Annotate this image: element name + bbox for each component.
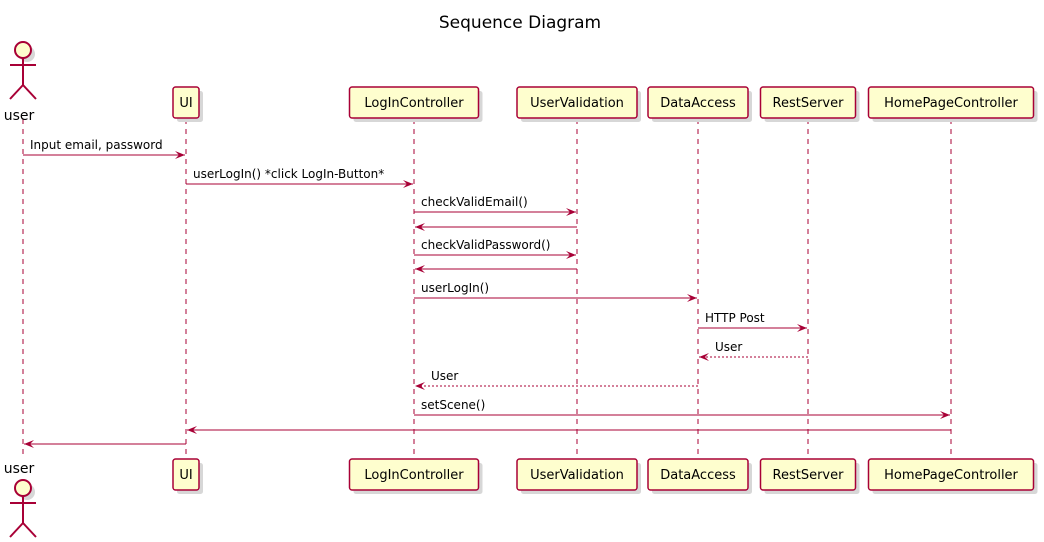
participant-login-bottom: LogInController: [348, 458, 483, 494]
message-5: [415, 265, 577, 273]
message-label: userLogIn() *click LogIn-Button*: [193, 167, 384, 181]
participant-box: [172, 458, 200, 491]
message-label: checkValidEmail(): [421, 195, 528, 209]
message-label: User: [431, 369, 458, 383]
actor-stick-figure-icon: [9, 41, 37, 100]
message-label: userLogIn(): [421, 281, 489, 295]
participant-home-top: HomePageController: [867, 86, 1038, 122]
actor-label: user: [4, 108, 35, 124]
participant-box: [867, 86, 1035, 119]
participant-box: [348, 86, 480, 119]
participant-label: HomePageController: [884, 468, 1018, 483]
participant-label: RestServer: [773, 96, 845, 111]
actor-stick-figure-icon: [9, 479, 37, 538]
participant-label: DataAccess: [660, 468, 736, 483]
arrowhead-icon: [403, 180, 413, 188]
actor-label: user: [4, 461, 35, 477]
participant-home-bottom: HomePageController: [867, 458, 1038, 494]
arrowhead-icon: [687, 294, 697, 302]
message-12: [24, 440, 186, 448]
participant-box: [172, 86, 200, 119]
arrowhead-icon: [566, 251, 576, 259]
participant-label: UserValidation: [530, 468, 624, 483]
arrowhead-icon: [940, 411, 950, 419]
participant-login-top: LogInController: [348, 86, 483, 122]
participant-label: LogInController: [364, 96, 464, 111]
participant-data-top: DataAccess: [647, 86, 752, 122]
participants-top: UI LogInController UserValidation DataAcces…: [4, 41, 1038, 124]
participant-label: UserValidation: [530, 96, 624, 111]
message-label: setScene(): [421, 398, 485, 412]
participant-box: [516, 458, 638, 491]
participant-box: [867, 458, 1035, 491]
message-4: checkValidPassword(): [414, 238, 576, 259]
arrowhead-icon: [24, 440, 34, 448]
participant-rest-top: RestServer: [759, 86, 860, 122]
message-label: User: [715, 340, 742, 354]
participant-label: UI: [179, 468, 192, 483]
arrowhead-icon: [415, 223, 425, 231]
diagram-title: Sequence Diagram: [439, 13, 601, 33]
actor-top: user: [4, 41, 37, 124]
participant-validation-top: UserValidation: [516, 86, 641, 122]
message-0: Input email, password: [23, 138, 185, 159]
arrowhead-icon: [415, 382, 425, 390]
participant-box: [647, 458, 749, 491]
message-3: [415, 223, 577, 231]
participant-label: HomePageController: [884, 96, 1018, 111]
message-7: HTTP Post: [698, 311, 807, 332]
participant-label: RestServer: [773, 468, 845, 483]
arrowhead-icon: [187, 426, 197, 434]
arrowhead-icon: [699, 353, 709, 361]
arrowhead-icon: [175, 151, 185, 159]
participant-box: [647, 86, 749, 119]
arrowhead-icon: [797, 324, 807, 332]
actor-bottom: user: [4, 461, 37, 538]
message-1: userLogIn() *click LogIn-Button*: [186, 167, 413, 188]
arrowhead-icon: [415, 265, 425, 273]
message-8: User: [699, 340, 808, 361]
message-11: [187, 426, 951, 434]
messages: Input email, password userLogIn() *click …: [23, 138, 951, 448]
participant-label: UI: [179, 96, 192, 111]
message-2: checkValidEmail(): [414, 195, 576, 216]
lifelines: [22, 119, 952, 459]
participant-ui-top: UI: [172, 86, 203, 122]
message-label: Input email, password: [30, 138, 163, 152]
message-10: setScene(): [414, 398, 950, 419]
participant-data-bottom: DataAccess: [647, 458, 752, 494]
participant-box: [348, 458, 480, 491]
participant-box: [516, 86, 638, 119]
participants-bottom: UI LogInController UserValidation DataAcces…: [4, 458, 1038, 538]
participant-label: DataAccess: [660, 96, 736, 111]
message-label: checkValidPassword(): [421, 238, 550, 252]
participant-box: [759, 458, 857, 491]
participant-label: LogInController: [364, 468, 464, 483]
message-label: HTTP Post: [705, 311, 765, 325]
message-6: userLogIn(): [414, 281, 697, 302]
participant-validation-bottom: UserValidation: [516, 458, 641, 494]
participant-ui-bottom: UI: [172, 458, 203, 494]
participant-box: [759, 86, 857, 119]
arrowhead-icon: [566, 208, 576, 216]
message-9: User: [415, 369, 698, 390]
participant-rest-bottom: RestServer: [759, 458, 860, 494]
